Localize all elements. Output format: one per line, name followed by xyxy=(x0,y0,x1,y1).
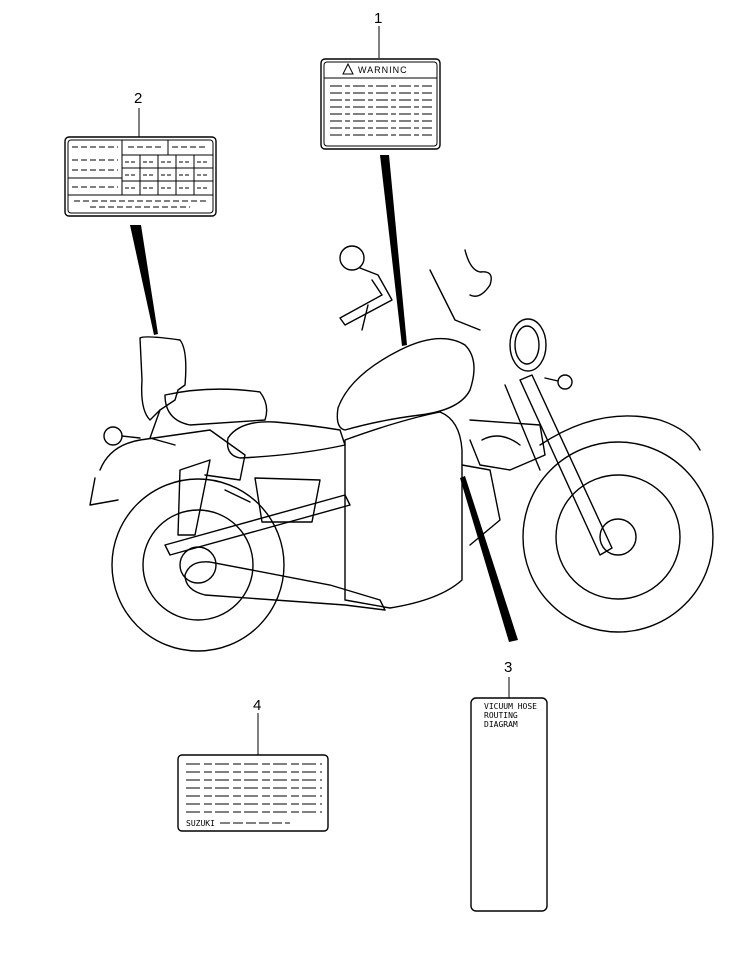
label-1-warning: 1 WARNINC xyxy=(320,10,441,150)
label-4-brand: SUZUKI xyxy=(186,819,215,828)
label-2-text-lines xyxy=(72,146,209,208)
label-1-text-lines xyxy=(330,85,432,136)
callout-number-1: 1 xyxy=(374,10,382,27)
label-3-vacuum-hose: 3 VICUUM HOSE ROUTING DIAGRAM xyxy=(470,659,548,912)
label-3-line-3: DIAGRAM xyxy=(484,720,518,729)
motorcycle-outline xyxy=(89,245,714,652)
label-2-info-table: 2 xyxy=(64,90,217,217)
label-4-suzuki: 4 SUZUKI xyxy=(177,697,329,832)
label-1-heading: WARNINC xyxy=(358,65,408,75)
callout-wedge-3 xyxy=(460,476,518,642)
callout-wedges xyxy=(130,155,518,642)
callout-wedge-1 xyxy=(380,155,407,346)
callout-number-2: 2 xyxy=(134,90,142,107)
label-3-line-2: ROUTING xyxy=(484,711,518,720)
callout-number-4: 4 xyxy=(253,697,261,714)
label-3-line-1: VICUUM HOSE xyxy=(484,702,537,711)
label-4-text-lines xyxy=(186,763,322,813)
callout-wedge-2 xyxy=(130,225,158,335)
warning-triangle-icon xyxy=(342,62,354,75)
callout-number-3: 3 xyxy=(504,659,512,676)
